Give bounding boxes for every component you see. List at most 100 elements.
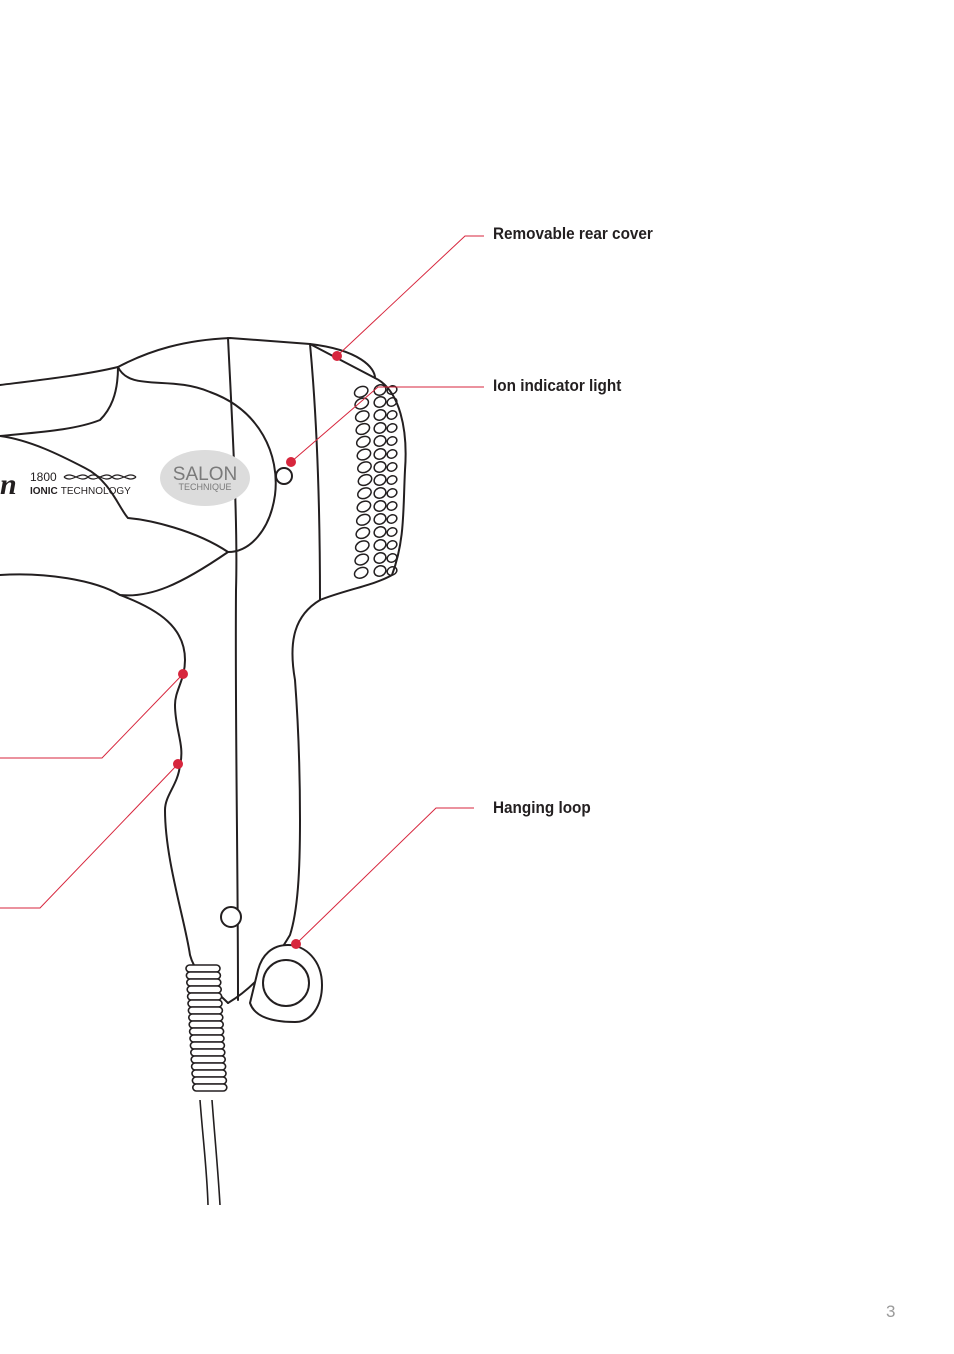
vent-hole	[357, 461, 372, 474]
vent-hole	[354, 540, 370, 553]
dot-left-upper	[178, 669, 188, 679]
leader-left-lower	[0, 763, 179, 909]
vent-hole	[373, 422, 387, 434]
vent-hole	[357, 487, 372, 500]
leader-ion-indicator-light	[290, 386, 484, 463]
vent-hole	[373, 461, 387, 473]
vent-hole	[353, 566, 369, 579]
callout-dots	[173, 351, 342, 949]
strain-relief-ring	[192, 1083, 228, 1092]
strain-relief-ring	[187, 1006, 224, 1015]
vent-hole	[353, 385, 369, 398]
salon-badge-line1: SALON	[173, 464, 237, 485]
vent-hole	[357, 473, 373, 487]
vent-hole	[356, 448, 372, 461]
vent-hole	[354, 410, 370, 423]
strain-relief-ring	[186, 978, 222, 987]
vent-hole	[373, 500, 387, 512]
strain-relief-ring	[187, 999, 223, 1008]
callout-label-ion-indicator-light: Ion indicator light	[493, 376, 622, 395]
handle-button-icon	[220, 906, 242, 928]
vent-hole	[386, 566, 398, 576]
vent-hole	[355, 526, 371, 540]
vent-hole	[386, 397, 398, 407]
vent-hole	[373, 435, 387, 447]
ionic-bold: IONIC	[30, 486, 58, 497]
vent-hole	[373, 565, 387, 577]
vent-hole	[386, 527, 398, 537]
dryer-handle-left	[119, 594, 229, 1004]
vent-hole	[355, 435, 371, 448]
dryer-seam-front	[227, 337, 239, 1001]
vent-hole	[373, 396, 387, 408]
cord-strain-relief	[185, 964, 228, 1092]
strain-relief-ring	[185, 964, 221, 973]
technology-label: TECHNOLOGY	[61, 486, 131, 497]
dot-ion-indicator-light	[286, 457, 296, 467]
rear-vent-grille	[353, 384, 398, 579]
strain-relief-ring	[188, 1027, 225, 1036]
dryer-barrel-inner-upper	[0, 366, 119, 437]
vent-hole	[386, 501, 398, 511]
strain-relief-ring	[191, 1076, 228, 1085]
strain-relief-ring	[190, 1062, 227, 1071]
vent-hole	[356, 500, 372, 513]
vent-hole	[373, 526, 387, 538]
vent-hole	[373, 448, 387, 460]
vent-hole	[386, 423, 398, 433]
vent-hole	[373, 552, 387, 564]
strain-relief-ring	[189, 1041, 226, 1050]
leader-hanging-loop	[295, 807, 474, 945]
leader-removable-rear-cover	[336, 235, 484, 357]
hair-dryer-illustration	[0, 337, 407, 1004]
ionic-wave-icon-2	[63, 474, 137, 480]
vent-hole	[386, 488, 398, 498]
vent-hole	[386, 410, 398, 420]
dryer-barrel-bottom	[0, 551, 229, 597]
vent-hole	[386, 514, 398, 524]
dot-hanging-loop	[291, 939, 301, 949]
callout-label-hanging-loop: Hanging loop	[493, 798, 591, 817]
vent-hole	[354, 553, 370, 566]
strain-relief-ring	[190, 1048, 226, 1057]
strain-relief-ring	[188, 1013, 224, 1022]
vent-hole	[386, 385, 398, 395]
brand-fragment: n	[0, 468, 17, 501]
dot-removable-rear-cover	[332, 351, 342, 361]
strain-relief-ring	[190, 1055, 226, 1064]
hanging-loop-icon	[248, 943, 324, 1024]
ion-indicator-light-icon	[275, 467, 293, 485]
power-cord	[199, 1099, 221, 1206]
dryer-seam-rear	[309, 343, 321, 601]
vent-hole	[355, 513, 371, 526]
dryer-body-inner	[0, 435, 229, 553]
vent-hole	[386, 449, 398, 459]
callout-label-removable-rear-cover: Removable rear cover	[493, 224, 653, 243]
callout-leaders	[0, 235, 484, 945]
strain-relief-ring	[189, 1034, 225, 1043]
vent-hole	[373, 409, 387, 421]
dryer-body-curve	[117, 366, 277, 553]
model-number: 1800	[30, 470, 57, 484]
vent-hole	[386, 475, 398, 485]
dryer-handle-right	[227, 599, 321, 1004]
vent-hole	[354, 397, 370, 410]
strain-relief-ring	[191, 1069, 227, 1078]
strain-relief-ring	[186, 992, 223, 1001]
strain-relief-ring	[186, 985, 222, 994]
vent-hole	[373, 539, 387, 551]
dot-left-lower	[173, 759, 183, 769]
vent-hole	[355, 422, 371, 436]
vent-hole	[386, 436, 398, 446]
leader-left-upper	[0, 673, 184, 759]
salon-badge	[160, 450, 250, 506]
vent-hole	[386, 553, 398, 563]
page-number: 3	[886, 1302, 896, 1321]
strain-relief-ring	[188, 1020, 224, 1029]
vent-hole	[373, 513, 387, 525]
dryer-rear-housing	[309, 343, 407, 601]
